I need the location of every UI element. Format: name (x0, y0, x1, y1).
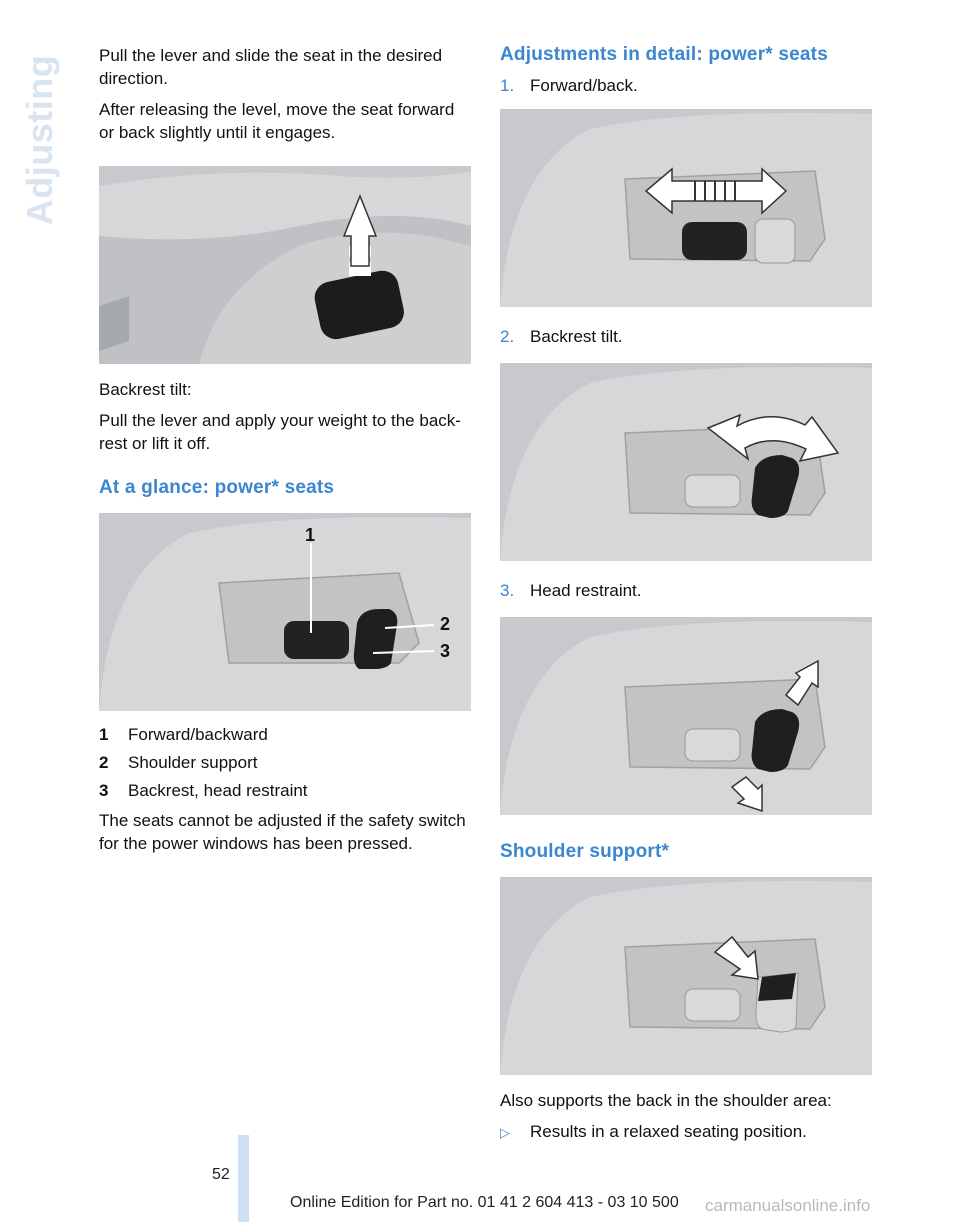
backrest-tilt-figure (500, 363, 872, 561)
power-seat-overview-figure: 1 2 3 (99, 513, 471, 711)
callout-3: 3 (440, 641, 450, 661)
detail-heading: Adjustments in detail: power* seats (500, 44, 828, 65)
backrest-tilt-illustration (500, 363, 872, 561)
page-number: 52 (212, 1166, 230, 1183)
glance-heading: At a glance: power* seats (99, 477, 335, 498)
backrest-paragraph: Pull the lever and apply your weight to … (99, 411, 461, 453)
callout-1: 1 (305, 525, 315, 545)
forward-back-illustration (500, 109, 872, 307)
backrest-heading: Backrest tilt: (99, 380, 192, 399)
chapter-tab-label: Adjusting (19, 54, 60, 226)
shoulder-support-illustration (500, 877, 872, 1075)
edition-line: Online Edition for Part no. 01 41 2 604 … (290, 1194, 679, 1211)
seat-lever-illustration (99, 166, 471, 364)
shoulder-support-figure (500, 877, 872, 1075)
head-restraint-figure (500, 617, 872, 815)
shoulder-paragraph: Also supports the back in the shoulder a… (500, 1091, 832, 1110)
footer-bar (238, 1135, 249, 1222)
watermark: carmanualsonline.info (705, 1196, 871, 1215)
chapter-tab: Adjusting (18, 40, 62, 240)
head-restraint-illustration (500, 617, 872, 815)
power-seat-overview-illustration: 1 2 3 (99, 513, 471, 711)
shoulder-heading: Shoulder support* (500, 841, 670, 862)
step-forward-back: 1. Forward/back. (500, 76, 638, 95)
intro-paragraph: Pull the lever and slide the seat in the… (99, 46, 443, 88)
bullet-marker-icon: ▷ (500, 1125, 510, 1140)
safety-note: The seats cannot be adjusted if the safe… (99, 811, 466, 853)
forward-back-figure (500, 109, 872, 307)
callout-2: 2 (440, 614, 450, 634)
left-column: Pull the lever and slide the seat in the… (99, 44, 471, 863)
seat-lever-figure (99, 166, 471, 364)
release-paragraph: After releasing the level, move the seat… (99, 100, 455, 142)
bullet-item: ▷ Results in a relaxed seating position. (500, 1120, 872, 1144)
right-column: Adjustments in detail: power* seats 1. F… (500, 44, 872, 1144)
step-head-restraint: 3. Head restraint. (500, 581, 642, 600)
step-backrest-tilt: 2. Backrest tilt. (500, 327, 623, 346)
